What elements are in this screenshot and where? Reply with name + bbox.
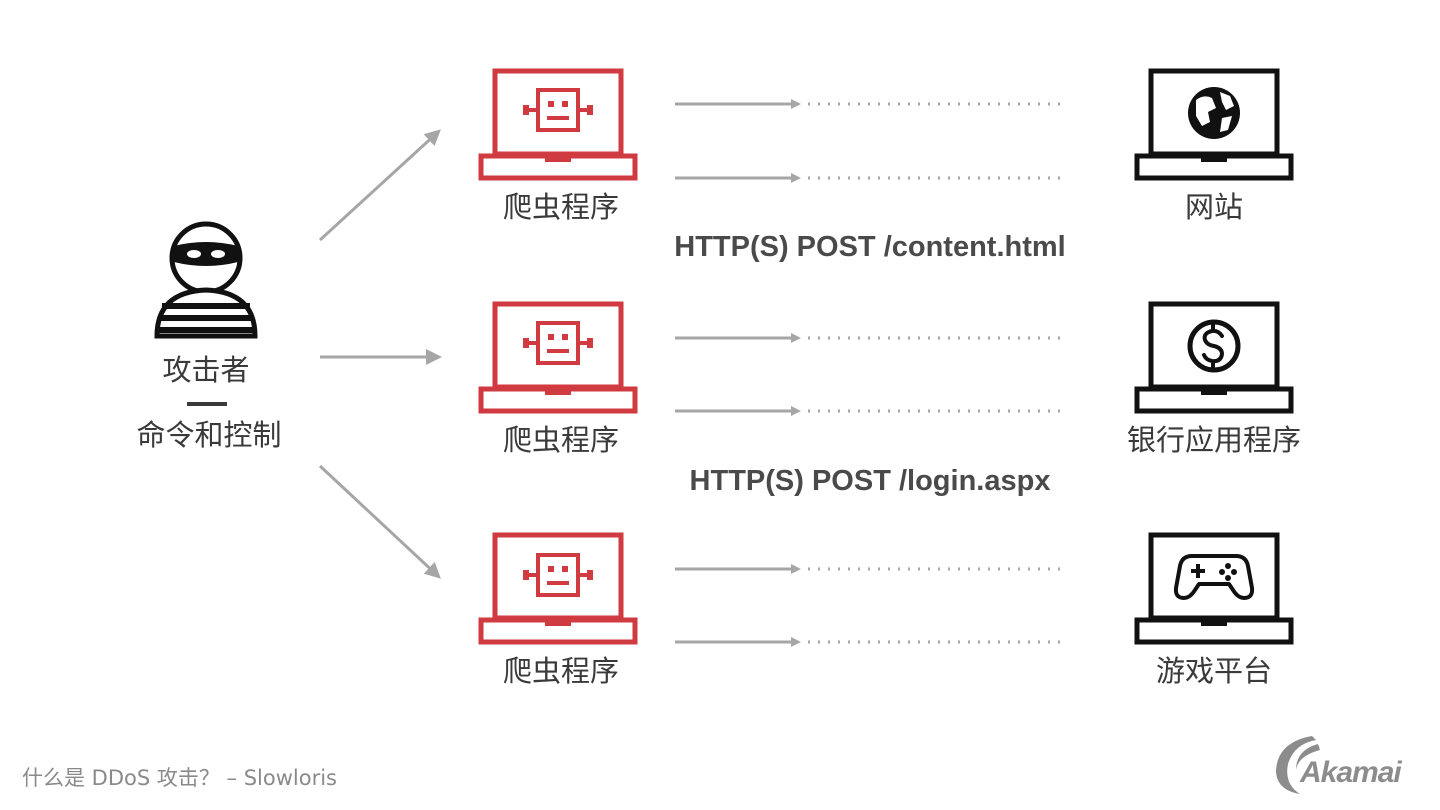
akamai-logo-text: Akamai <box>1300 756 1402 789</box>
command-arrow <box>318 464 441 579</box>
bot-laptop-icon <box>478 68 638 181</box>
akamai-logo-icon <box>1276 736 1320 794</box>
request-label: HTTP(S) POST /login.aspx <box>689 465 1051 497</box>
command-control-label: 命令和控制 <box>136 418 282 452</box>
attacker-icon <box>154 221 258 339</box>
attacker-label: 攻击者 <box>162 353 250 387</box>
gamepad-laptop-icon <box>1134 532 1294 645</box>
bot-label: 爬虫程序 <box>502 654 619 688</box>
request-label: HTTP(S) POST /content.html <box>674 231 1066 263</box>
footer-caption: 什么是 DDoS 攻击？ – Slowloris <box>22 766 337 790</box>
target-label-banking: 银行应用程序 <box>1126 423 1301 457</box>
request-lines-1 <box>675 99 1068 183</box>
target-label-website: 网站 <box>1184 190 1243 224</box>
bot-laptop-icon <box>478 301 638 414</box>
label-divider <box>187 402 227 406</box>
dollar-laptop-icon <box>1134 301 1294 414</box>
bot-laptop-icon <box>478 532 638 645</box>
request-lines-2 <box>675 333 1068 416</box>
globe-laptop-icon <box>1134 68 1294 181</box>
target-label-gaming: 游戏平台 <box>1155 654 1272 688</box>
command-arrow <box>318 129 441 242</box>
bot-label: 爬虫程序 <box>502 190 619 224</box>
bot-label: 爬虫程序 <box>502 423 619 457</box>
request-lines-3 <box>675 564 1068 647</box>
